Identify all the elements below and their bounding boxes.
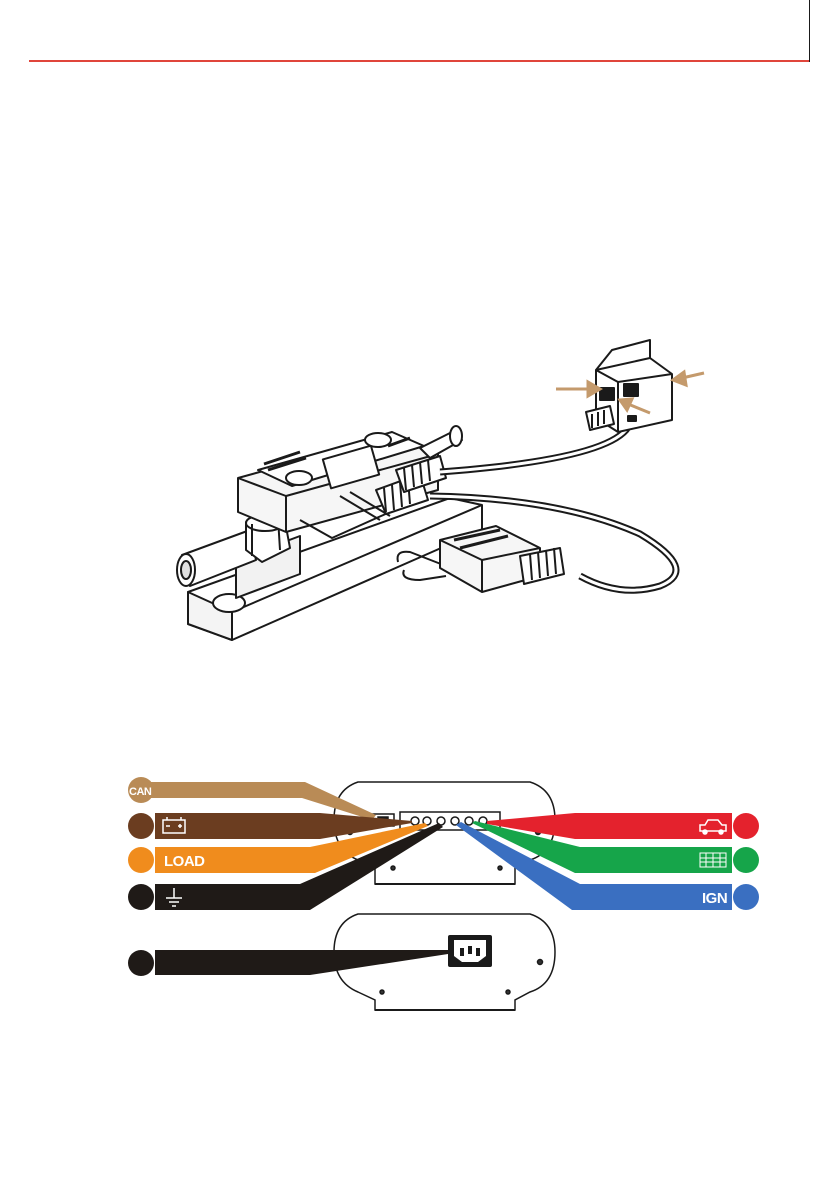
wiring-diagram: CAN LOAD bbox=[0, 760, 839, 1090]
can-label: CAN bbox=[129, 786, 152, 798]
load-label: LOAD bbox=[164, 853, 205, 870]
product-illustration bbox=[0, 0, 839, 700]
rj-splitter bbox=[586, 340, 672, 432]
ign-label: IGN bbox=[702, 890, 727, 907]
power-socket-icon bbox=[448, 935, 492, 967]
